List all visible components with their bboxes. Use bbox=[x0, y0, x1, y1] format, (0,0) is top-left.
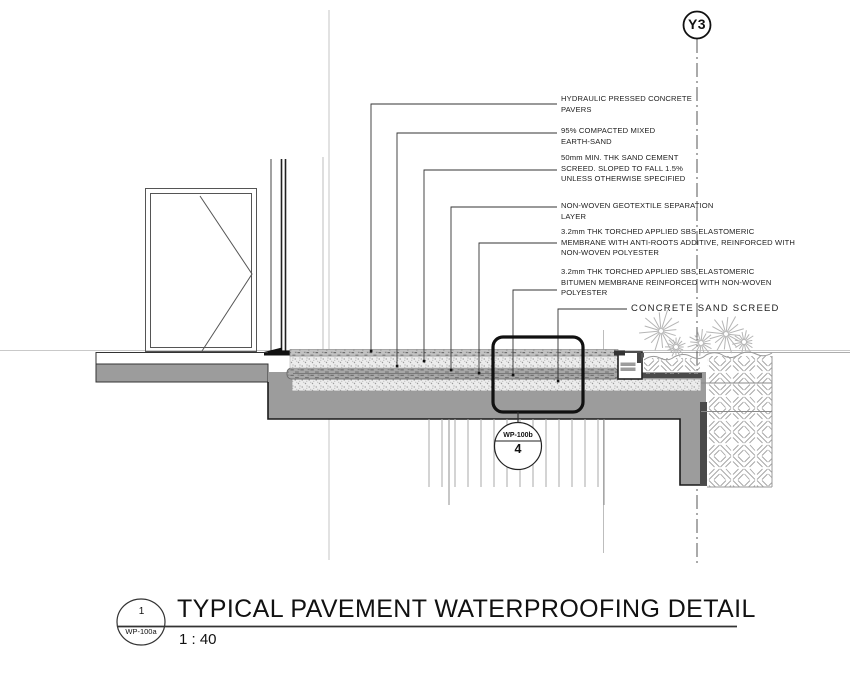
membrane-vertical-upturn bbox=[700, 402, 707, 485]
callout-bubble-circle bbox=[493, 421, 543, 471]
title-bubble-number[interactable]: 1 bbox=[138, 606, 145, 617]
layer-concrete-sand-screed bbox=[291, 378, 702, 392]
grid-bubble-label: Y3 bbox=[687, 16, 707, 32]
door-elevation bbox=[145, 188, 257, 352]
leader-terminals bbox=[369, 349, 560, 383]
plant-symbols bbox=[639, 309, 754, 358]
view-title: TYPICAL PAVEMENT WATERPROOFING DETAIL bbox=[177, 595, 756, 623]
annotation-sbs-membrane-antiroot: 3.2mm THK TORCHED APPLIED SBS ELASTOMERI… bbox=[561, 227, 796, 258]
planter-curb bbox=[614, 350, 702, 380]
view-scale: 1 : 40 bbox=[179, 631, 217, 648]
pavement-layers bbox=[286, 349, 702, 392]
annotation-concrete-sand-screed: CONCRETE SAND SCREED bbox=[631, 303, 780, 314]
layer-earth-sand bbox=[289, 355, 619, 369]
callout-boundary-box bbox=[491, 335, 585, 414]
annotation-sbs-bitumen-membrane: 3.2mm THK TORCHED APPLIED SBS ELASTOMERI… bbox=[561, 267, 772, 298]
interior-floor-slab bbox=[95, 352, 269, 383]
title-block-lines bbox=[116, 598, 737, 646]
title-bubble-circle bbox=[116, 598, 166, 646]
wall-section-lines bbox=[264, 159, 292, 356]
annotation-geotextile: NON-WOVEN GEOTEXTILE SEPARATION LAYER bbox=[561, 201, 714, 221]
callout-sheet-ref[interactable]: WP-100b bbox=[503, 432, 533, 439]
detail-callout[interactable] bbox=[491, 335, 585, 471]
title-bubble-sheet[interactable]: WP-100a bbox=[125, 627, 157, 636]
threshold-detail bbox=[264, 347, 292, 356]
annotation-sand-cement-screed: 50mm MIN. THK SAND CEMENT SCREED. SLOPED… bbox=[561, 153, 686, 184]
grid-bubble-circle bbox=[682, 10, 712, 40]
soil-hatch bbox=[643, 351, 773, 488]
callout-detail-number[interactable]: 4 bbox=[514, 442, 522, 456]
leader-lines bbox=[370, 103, 627, 381]
layer-pavers bbox=[289, 349, 619, 357]
annotation-earth-sand: 95% COMPACTED MIXED EARTH-SAND bbox=[561, 126, 656, 146]
membrane-under-planter bbox=[642, 373, 702, 378]
annotation-pavers: HYDRAULIC PRESSED CONCRETE PAVERS bbox=[561, 94, 692, 114]
soil-top-profile bbox=[643, 351, 773, 361]
